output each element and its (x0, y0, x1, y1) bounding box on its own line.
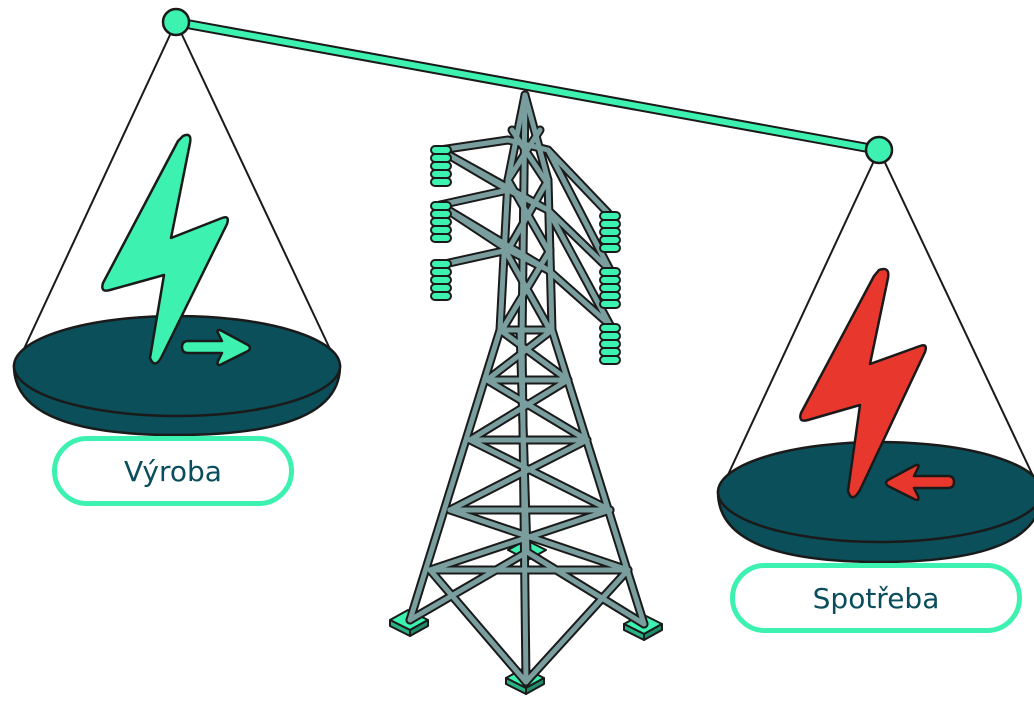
beam-pivot-left (161, 7, 191, 37)
pan-string (15, 21, 177, 367)
lightning-bolt-icon (799, 267, 928, 499)
insulator-left-middle (430, 201, 452, 243)
arrow-right-icon (180, 328, 252, 367)
production-pan (12, 314, 342, 437)
balance-beam (161, 7, 894, 165)
pan-string (878, 149, 1034, 479)
pan-string (719, 149, 880, 493)
tower-insulators (430, 145, 621, 365)
insulator-right-middle (599, 267, 621, 309)
insulator-left-top (430, 145, 452, 187)
insulator-right-top (599, 211, 621, 253)
production-label: Výroba (52, 436, 294, 506)
transmission-tower-icon (389, 90, 663, 695)
consumption-pan-group (716, 149, 1034, 564)
production-pan-group (12, 21, 342, 437)
beam-pivot-right (864, 135, 894, 165)
insulator-left-bottom (430, 259, 452, 301)
lightning-bolt-icon (101, 133, 230, 365)
consumption-pan (716, 440, 1034, 564)
pan-string (175, 21, 339, 367)
consumption-label: Spotřeba (730, 563, 1022, 633)
insulator-right-bottom (599, 323, 621, 365)
arrow-left-icon (884, 463, 956, 502)
